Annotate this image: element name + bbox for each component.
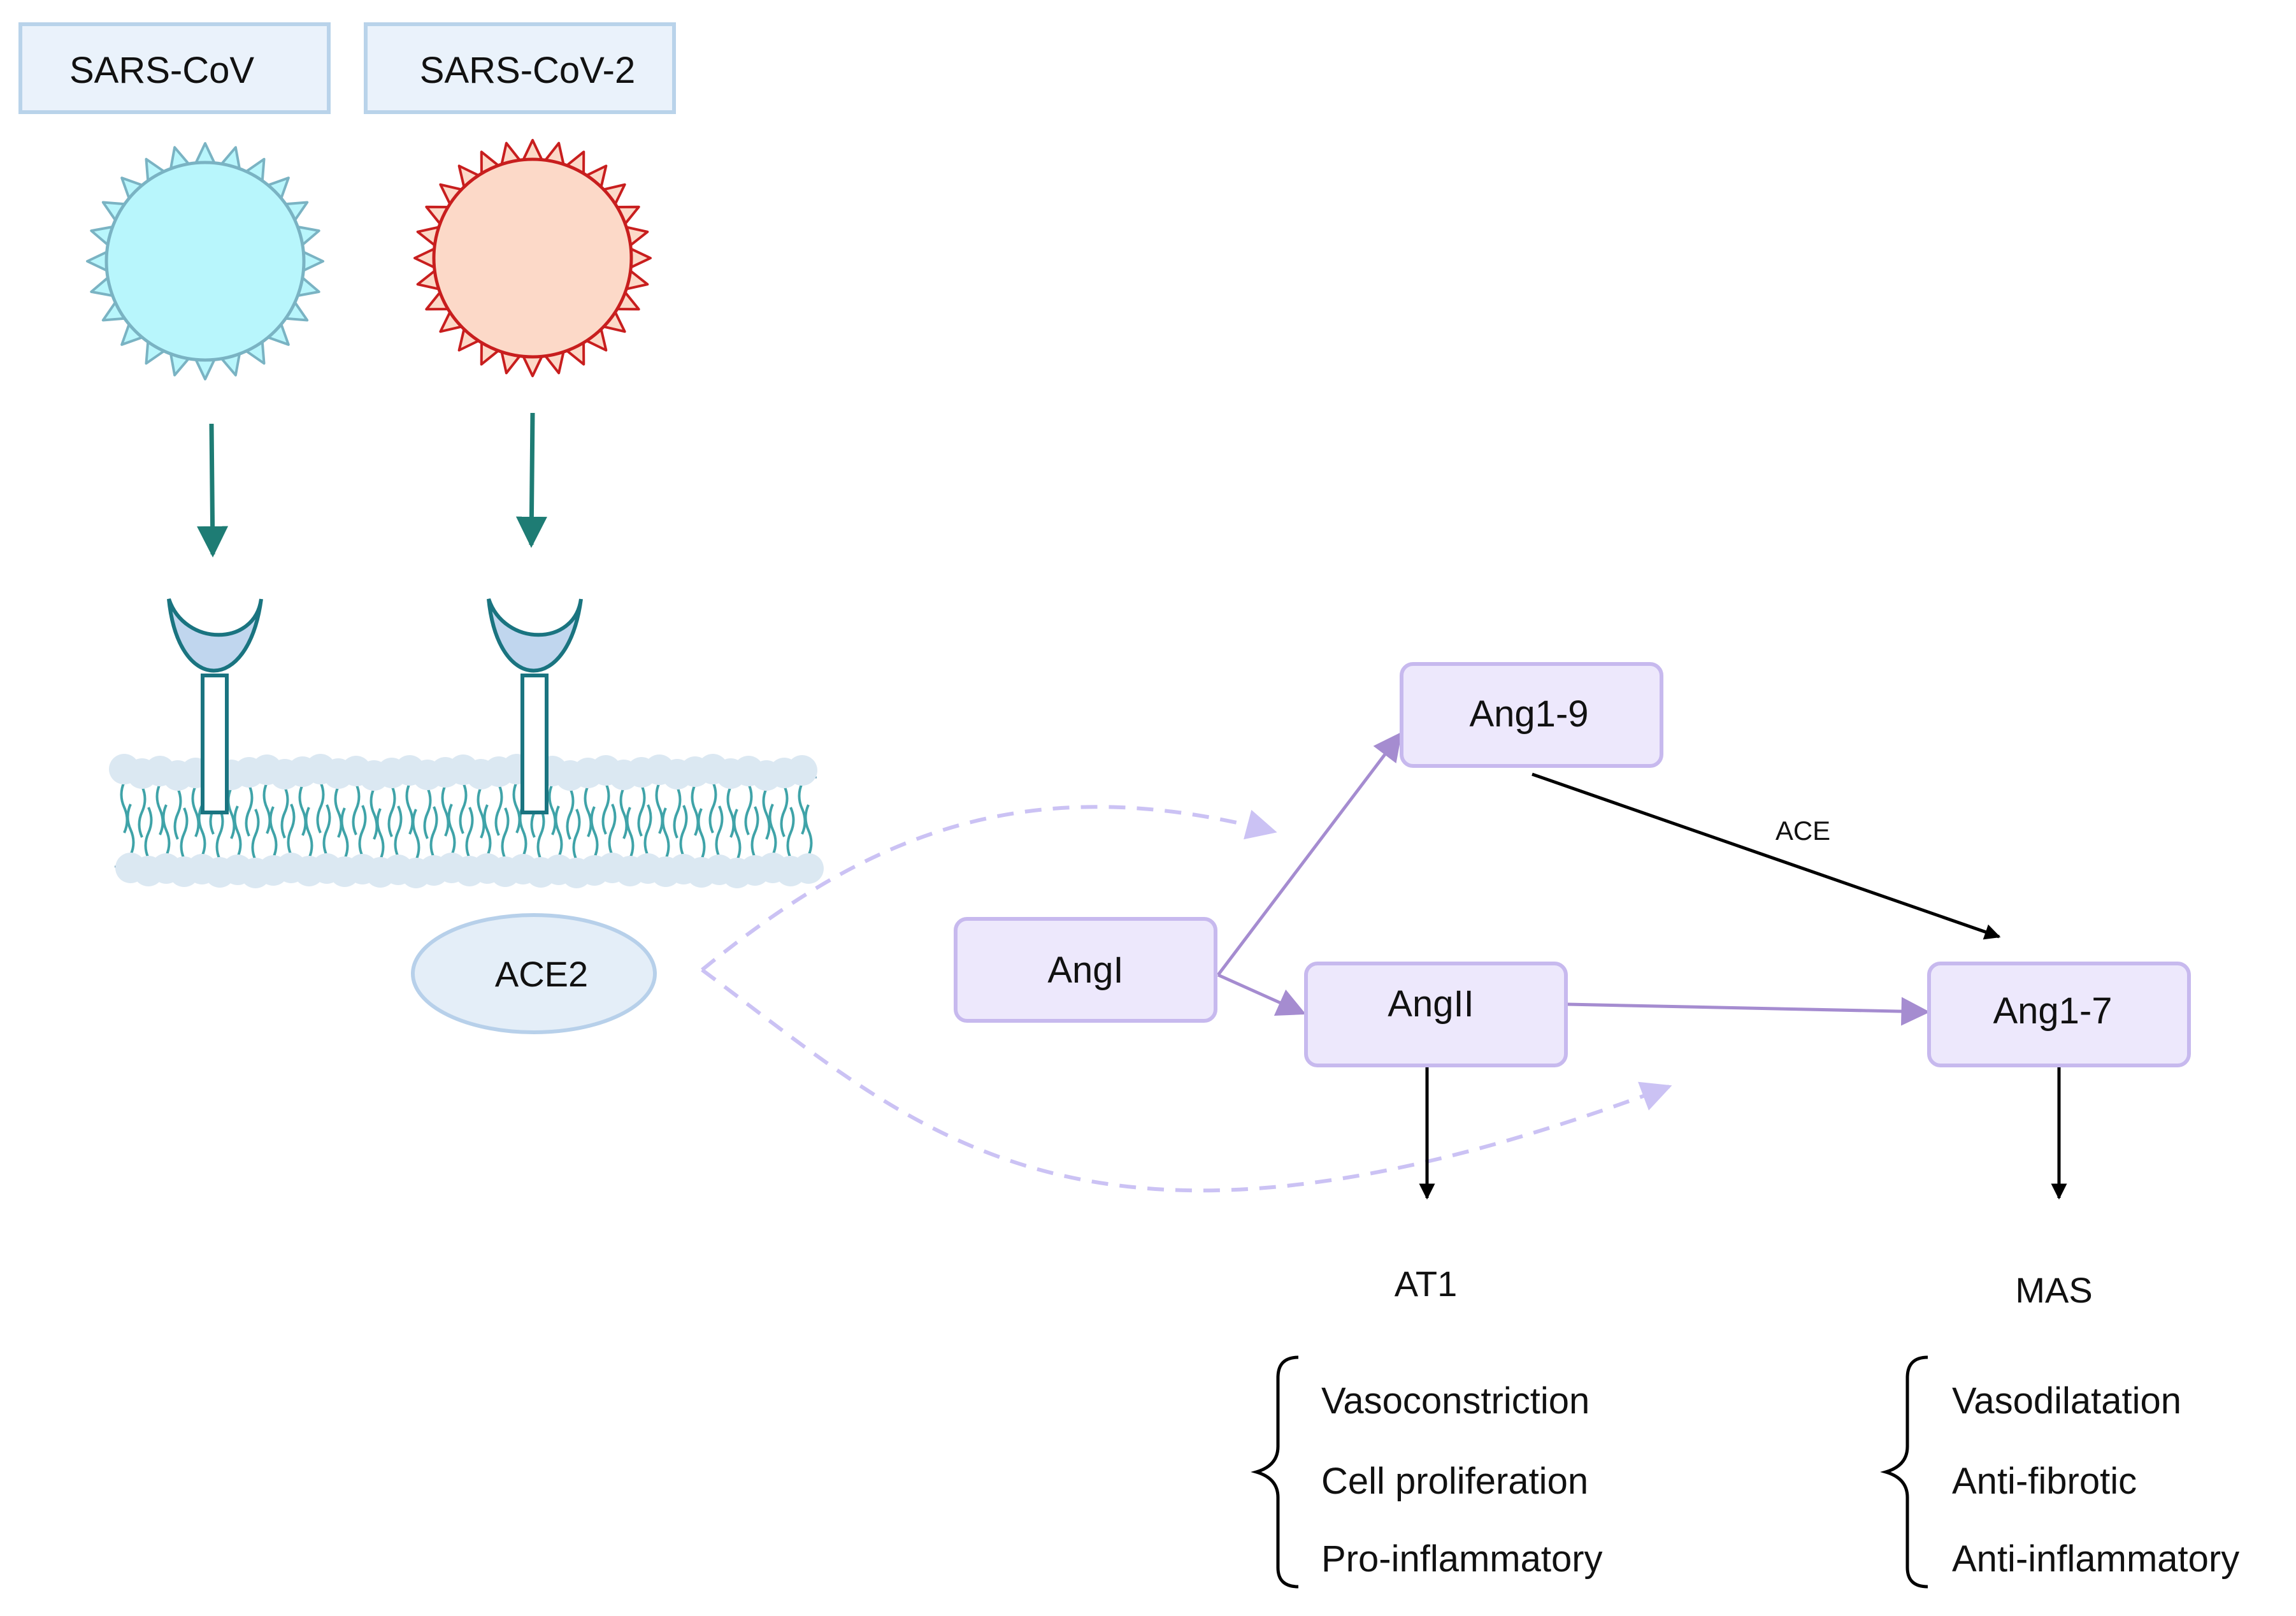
angi-to-angii-arrow (1217, 973, 1307, 1016)
at1-effect-item: Vasoconstriction (1321, 1380, 1589, 1422)
ace2-enzyme: ACE2 (411, 913, 657, 1034)
sars-cov-2-label-box: SARS-CoV-2 (364, 22, 676, 114)
angi-node: AngI (954, 917, 1217, 1023)
sars-cov-label: SARS-CoV (69, 50, 254, 91)
ace-edge-label: ACE (1776, 816, 1830, 846)
ang17-node: Ang1-7 (1927, 962, 2191, 1067)
mas-effects-list: Vasodilatation Anti-fibrotic Anti-inflam… (1952, 1380, 2239, 1580)
angii-label: AngII (1388, 983, 1474, 1025)
mas-effects-brace (1880, 1355, 1928, 1589)
ace2-label: ACE2 (495, 954, 588, 994)
sars-cov-binding-arrow (197, 423, 229, 558)
at1-effects-list: Vasoconstriction Cell proliferation Pro-… (1321, 1380, 1603, 1580)
sars-cov-2-virus-icon (413, 139, 652, 377)
at1-effects-brace (1251, 1355, 1299, 1589)
ang19-to-ang17-arrow (1532, 772, 2001, 940)
ace2-to-ang17-dashed-arrow (701, 968, 1672, 1193)
sars-cov-2-binding-arrow (515, 412, 547, 548)
mas-effect-item: Anti-fibrotic (1952, 1461, 2137, 1502)
sars-cov-2-label: SARS-CoV-2 (420, 50, 635, 91)
mas-effect-item: Vasodilatation (1952, 1380, 2181, 1422)
sars-cov-virus-icon (86, 142, 324, 380)
ang17-label: Ang1-7 (1993, 990, 2112, 1032)
sars-cov-label-box: SARS-CoV (18, 22, 331, 114)
at1-effect-item: Cell proliferation (1321, 1461, 1588, 1502)
ace2-receptor-icon-1 (167, 598, 263, 814)
angii-node: AngII (1304, 962, 1568, 1067)
angii-to-ang17-arrow (1567, 997, 1930, 1026)
angi-label: AngI (1047, 949, 1123, 991)
ang19-node: Ang1-9 (1400, 662, 1663, 768)
mas-label: MAS (2015, 1270, 2092, 1310)
ang19-label: Ang1-9 (1469, 693, 1588, 735)
ace2-receptor-icon-2 (487, 598, 583, 814)
angi-to-ang19-arrow (1217, 732, 1402, 976)
mas-effect-item: Anti-inflammatory (1952, 1538, 2239, 1580)
ace2-to-ang19-dashed-arrow (701, 805, 1277, 972)
at1-label: AT1 (1395, 1264, 1458, 1304)
cell-membrane (109, 754, 824, 888)
at1-effect-item: Pro-inflammatory (1321, 1538, 1603, 1580)
